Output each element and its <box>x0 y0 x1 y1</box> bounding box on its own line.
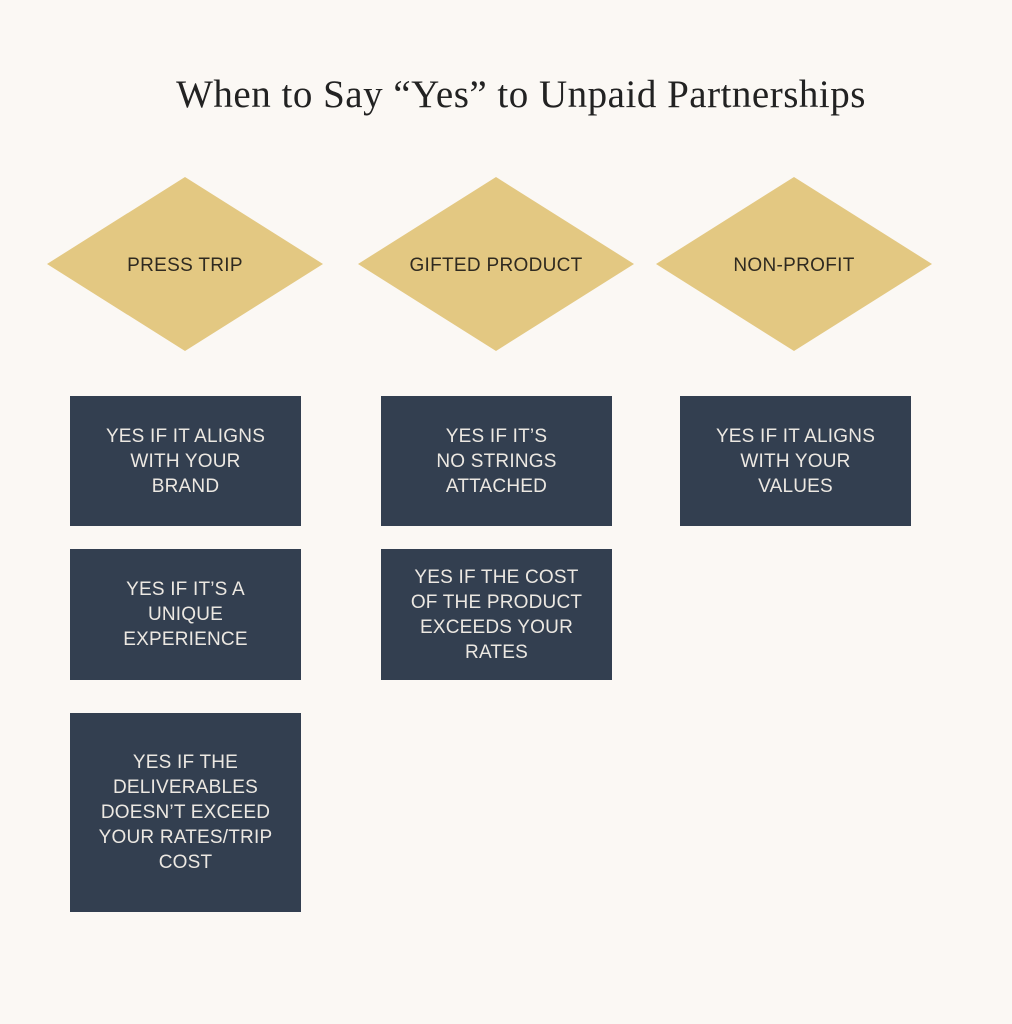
category-gifted-product: GIFTED PRODUCT <box>358 177 634 351</box>
category-press-trip: PRESS TRIP <box>47 177 323 351</box>
category-label: NON-PROFIT <box>733 255 855 276</box>
category-label: GIFTED PRODUCT <box>409 255 583 276</box>
diamond-shape <box>358 177 634 351</box>
criteria-box: YES IF THE COST OF THE PRODUCT EXCEEDS Y… <box>381 549 612 680</box>
diagram-title: When to Say “Yes” to Unpaid Partnerships <box>176 73 866 116</box>
criteria-box: YES IF IT’S NO STRINGS ATTACHED <box>381 396 612 526</box>
diamond-shape <box>47 177 323 351</box>
criteria-box: YES IF IT ALIGNS WITH YOUR BRAND <box>70 396 301 526</box>
diamond-shape <box>656 177 932 351</box>
category-label: PRESS TRIP <box>127 255 243 276</box>
criteria-box: YES IF IT ALIGNS WITH YOUR VALUES <box>680 396 911 526</box>
category-non-profit: NON-PROFIT <box>656 177 932 351</box>
criteria-box: YES IF THE DELIVERABLES DOESN’T EXCEED Y… <box>70 713 301 912</box>
criteria-box: YES IF IT’S A UNIQUE EXPERIENCE <box>70 549 301 680</box>
